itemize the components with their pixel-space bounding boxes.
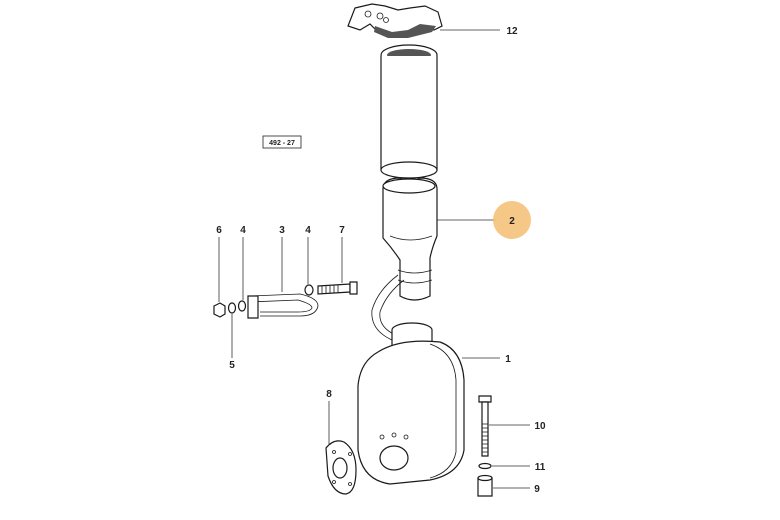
part-4-washer-left[interactable] bbox=[237, 300, 247, 312]
part-6-nut[interactable] bbox=[213, 302, 226, 318]
callout-2-highlight bbox=[493, 201, 531, 239]
callout-2[interactable]: 2 bbox=[509, 216, 515, 227]
part-9-spacer[interactable] bbox=[477, 474, 493, 497]
reference-code-box: 492 - 27 bbox=[262, 135, 302, 149]
part-1-muffler[interactable] bbox=[357, 322, 465, 485]
bent-tube[interactable] bbox=[371, 274, 405, 341]
part-11-washer[interactable] bbox=[478, 462, 492, 470]
part-10-long-bolt[interactable] bbox=[478, 395, 492, 457]
callout-1[interactable]: 1 bbox=[505, 354, 511, 365]
part-4-washer-right[interactable] bbox=[304, 284, 314, 296]
callout-4-right[interactable]: 4 bbox=[305, 225, 311, 236]
part-5-washer[interactable] bbox=[227, 302, 237, 314]
callout-3[interactable]: 3 bbox=[279, 225, 285, 236]
callout-6[interactable]: 6 bbox=[216, 225, 222, 236]
callout-11[interactable]: 11 bbox=[535, 462, 546, 473]
part-12-clamp[interactable] bbox=[347, 3, 443, 38]
callout-7[interactable]: 7 bbox=[339, 225, 345, 236]
part-8-gasket[interactable] bbox=[325, 440, 357, 495]
callout-10[interactable]: 10 bbox=[534, 421, 546, 432]
callout-9[interactable]: 9 bbox=[534, 484, 540, 495]
part-3-u-clamp[interactable] bbox=[247, 293, 319, 319]
part-2-pipe-section[interactable] bbox=[382, 177, 438, 301]
upper-pipe[interactable] bbox=[380, 44, 438, 179]
callout-8[interactable]: 8 bbox=[326, 389, 332, 400]
leader-lines bbox=[218, 29, 530, 489]
callout-4-left[interactable]: 4 bbox=[240, 225, 246, 236]
reference-code: 492 - 27 bbox=[269, 140, 295, 147]
callout-12[interactable]: 12 bbox=[506, 26, 518, 37]
callout-5[interactable]: 5 bbox=[229, 360, 235, 371]
part-7-bolt[interactable] bbox=[317, 281, 358, 295]
